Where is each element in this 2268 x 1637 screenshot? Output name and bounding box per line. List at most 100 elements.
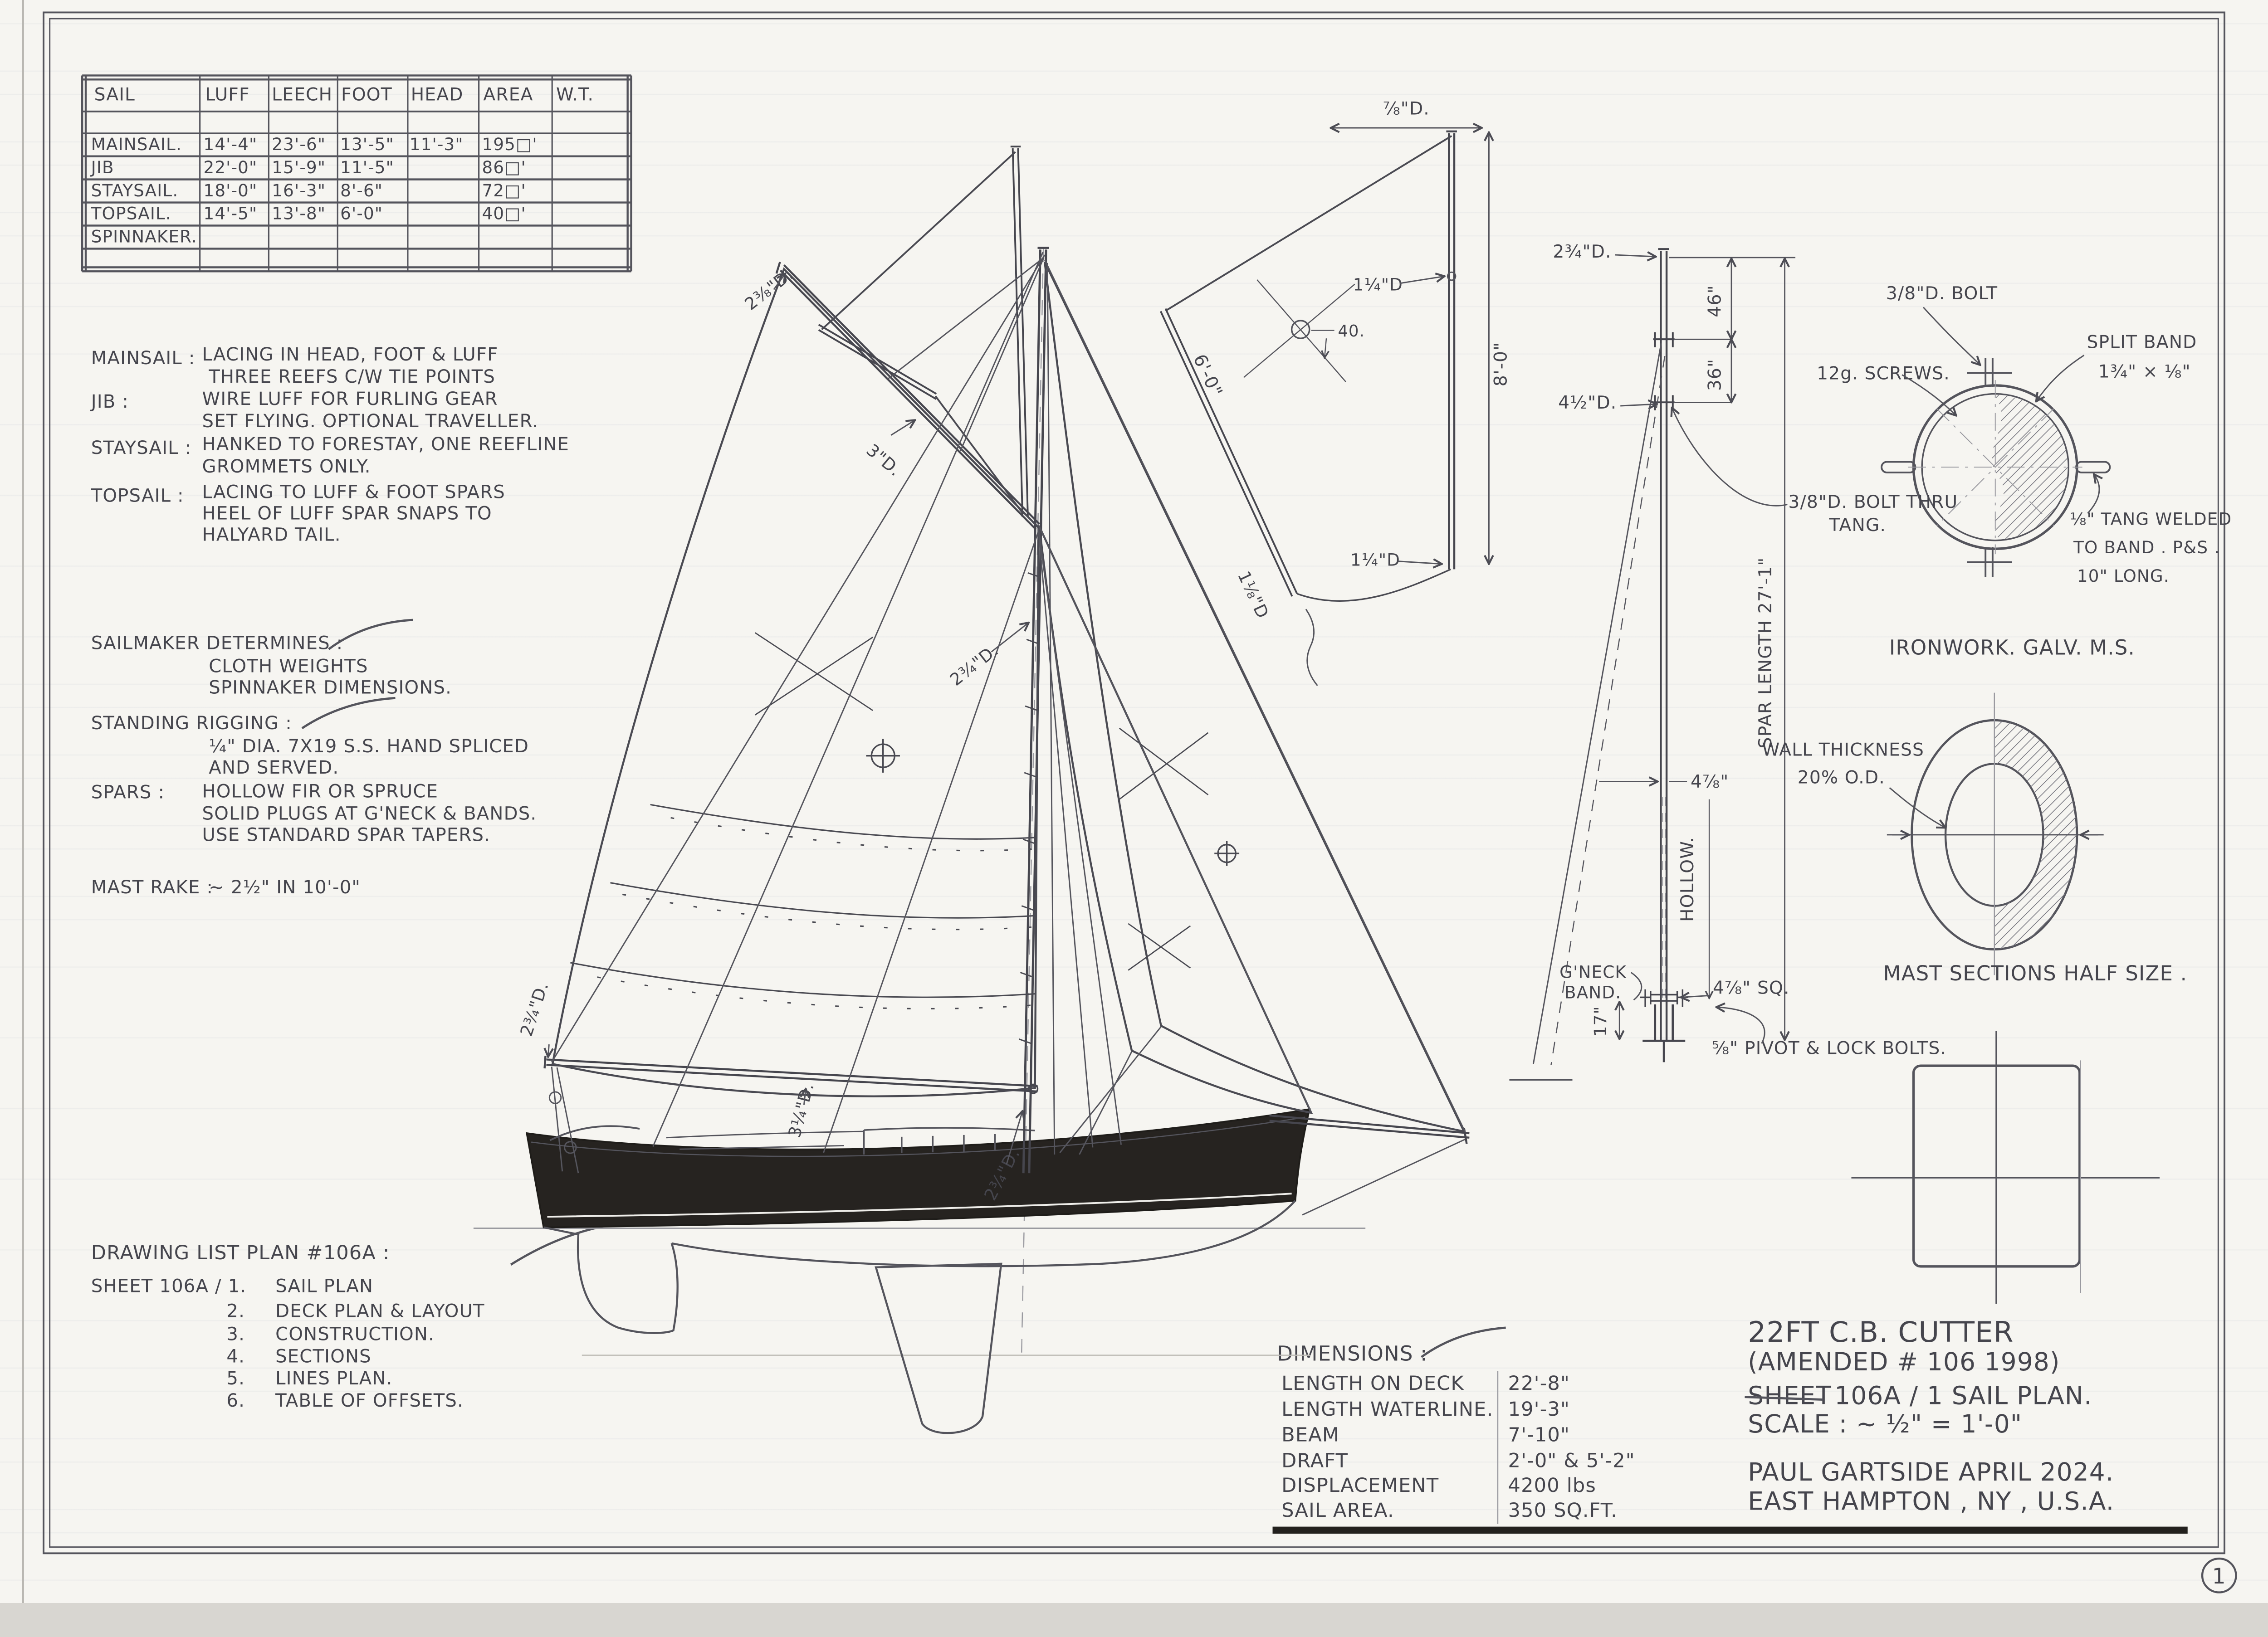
gooseneck-band-label: G'NECK <box>1559 962 1627 982</box>
brace-leader <box>1630 972 1642 1001</box>
note-rake-1: ~ 2½" IN 10'-0" <box>209 877 361 898</box>
partners-dim-label: 4⅞" <box>1691 772 1729 792</box>
staysail-area: 72□' <box>482 180 526 200</box>
rail-line <box>531 1116 1305 1157</box>
col-head: HEAD <box>411 84 464 105</box>
list-item: SECTIONS <box>275 1346 371 1367</box>
bobstay <box>1302 1139 1466 1216</box>
dim-label: LENGTH WATERLINE. <box>1281 1398 1493 1421</box>
mast-sections-caption: MAST SECTIONS HALF SIZE . <box>1883 961 2188 985</box>
col-leech: LEECH <box>272 84 332 105</box>
sail-plan-drawing: 2⅜"D. 3"D. 2¾"D. 3¼"D. 2¾"D. 2¾"D. <box>473 146 1470 1434</box>
sails <box>551 151 1466 1133</box>
dim-value: 4200 lbs <box>1508 1474 1596 1497</box>
clew-mark-label: 40. <box>1338 322 1365 341</box>
runner <box>823 528 1040 1153</box>
list-item: 6. <box>226 1390 245 1411</box>
centerlines <box>1908 380 2082 555</box>
topsail-yard <box>1010 146 1029 517</box>
stay-reference <box>1532 342 1662 1064</box>
col-sail: SAIL <box>94 84 135 105</box>
list-item: SAIL PLAN <box>275 1276 373 1297</box>
ironwork-caption: IRONWORK. GALV. M.S. <box>1889 635 2135 659</box>
sail-table-headers: SAIL LUFF LEECH FOOT HEAD AREA W.T. <box>94 84 593 105</box>
jib-foot: 11'-5" <box>340 157 394 177</box>
note-sailmaker-1: CLOTH WEIGHTS <box>209 656 368 677</box>
col-luff: LUFF <box>205 84 249 105</box>
note-mainsail-label: MAINSAIL : <box>91 348 196 369</box>
note-mainsail-1: LACING IN HEAD, FOOT & LUFF <box>202 344 499 365</box>
sheet-border <box>22 0 2225 1603</box>
hull-topsides <box>525 1108 1311 1228</box>
topsail-leech: 13'-8" <box>272 204 326 224</box>
note-spars-2: SOLID PLUGS AT G'NECK & BANDS. <box>202 804 537 824</box>
staysail-luff: 18'-0" <box>203 180 257 200</box>
author: PAUL GARTSIDE APRIL 2024. <box>1748 1457 2114 1486</box>
col-area: AREA <box>483 84 533 105</box>
amended-note: (AMENDED # 106 1998) <box>1748 1347 2060 1376</box>
backstay <box>652 252 1044 1147</box>
col-foot: FOOT <box>341 84 392 105</box>
staysail-leech: 16'-3" <box>272 180 326 200</box>
page-number-value: 1 <box>2212 1564 2226 1589</box>
clew-mark: 40. <box>1243 279 1365 382</box>
page-number: 1 <box>2201 1557 2237 1593</box>
list-item: 4. <box>226 1346 245 1367</box>
stay-reference-dashed <box>1550 356 1666 1065</box>
note-topsail-label: TOPSAIL : <box>91 486 184 507</box>
jib-sheet <box>1059 1026 1162 1154</box>
hull <box>525 1108 1311 1434</box>
mast-hoops <box>1018 572 1041 1044</box>
pivot-bolt-note: ⅝" PIVOT & LOCK BOLTS. <box>1712 1038 1946 1059</box>
list-item: LINES PLAN. <box>275 1368 392 1389</box>
dim-label: BEAM <box>1281 1424 1339 1447</box>
note-staysail-2: GROMMETS ONLY. <box>202 456 371 477</box>
mast-detail: 2¾"D. 46" 36" 4½"D. 4⅞" HOLLOW. G'NECK B… <box>1509 242 1946 1081</box>
dim-46-label: 46" <box>1705 285 1725 317</box>
mainsail <box>551 267 1040 1097</box>
peak-halyard <box>959 257 1045 452</box>
note-staysail-label: STAYSAIL : <box>91 438 192 458</box>
centerboard <box>875 1262 1002 1434</box>
spars <box>543 146 1470 1174</box>
topsail-foot: 6'-0" <box>340 204 383 224</box>
note-topsail-2: HEEL OF LUFF SPAR SNAPS TO <box>202 503 492 524</box>
sheet-block <box>564 1141 577 1154</box>
cabin-trunk <box>863 1127 1035 1155</box>
mainsail-leech: 23'-6" <box>272 134 326 154</box>
mainsail-area: 195□' <box>482 134 537 154</box>
scale-note: SCALE : ~ ½" = 1'-0" <box>1748 1409 2022 1438</box>
list-item: SHEET 106A / 1. <box>91 1276 247 1297</box>
location: EAST HAMPTON , NY , U.S.A. <box>1748 1486 2114 1515</box>
mainsail-foot: 13'-5" <box>340 134 394 154</box>
wall-thickness-label2: 20% O.D. <box>1798 767 1885 788</box>
drawing-list-title: DRAWING LIST PLAN #106A : <box>91 1242 390 1264</box>
blueprint-sheet: SAIL LUFF LEECH FOOT HEAD AREA W.T. MAIN… <box>0 0 2268 1603</box>
boottop <box>547 1193 1292 1218</box>
mast-profile <box>1658 248 1669 1040</box>
mainsheet <box>551 1066 579 1174</box>
spar-length-label: SPAR LENGTH 27'-1" <box>1755 557 1776 749</box>
sheet-title: 106A / 1 SAIL PLAN. <box>1834 1381 2092 1410</box>
note-sailmaker-2: SPINNAKER DIMENSIONS. <box>209 677 452 698</box>
list-item: 3. <box>226 1324 245 1345</box>
bolt-thru-tang-label: 3/8"D. BOLT THRU <box>1788 492 1958 512</box>
boat-title: 22FT C.B. CUTTER <box>1748 1315 2014 1349</box>
sheet-block <box>548 1091 562 1104</box>
gaff-mid-dia-label: 3"D. <box>863 440 905 480</box>
staysail-foot: 8'-6" <box>340 180 383 200</box>
list-item: DECK PLAN & LAYOUT <box>275 1301 485 1321</box>
square-section <box>1851 1031 2160 1304</box>
ring-hatch <box>1994 720 2077 950</box>
topsail-mid-dia-label: 1¼"D <box>1353 274 1403 294</box>
topsail-area: 40□' <box>482 204 526 224</box>
list-item: 2. <box>226 1301 245 1321</box>
note-spars-1: HOLLOW FIR OR SPRUCE <box>202 781 439 802</box>
heel-square-label: 4⅞" SQ. <box>1713 978 1790 999</box>
dim-value: 2'-0" & 5'-2" <box>1508 1449 1635 1472</box>
topsail-foot-edge <box>1296 568 1451 602</box>
note-jib-1: WIRE LUFF FOR FURLING GEAR <box>202 389 498 409</box>
dim-value: 7'-10" <box>1508 1424 1570 1447</box>
split-band-label: SPLIT BAND <box>2087 332 2197 353</box>
gooseneck-band <box>1640 989 1688 1007</box>
